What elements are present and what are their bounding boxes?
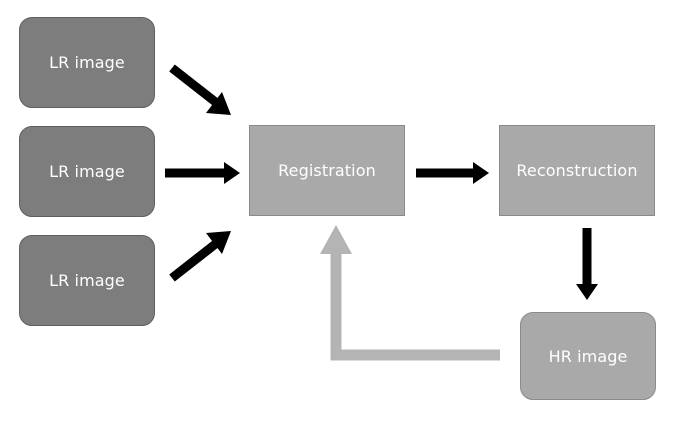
lr-image-label-1: LR image <box>49 53 125 72</box>
lr-image-box-2: LR image <box>19 126 155 217</box>
lr-image-label-2: LR image <box>49 162 125 181</box>
reconstruction-label: Reconstruction <box>516 161 638 180</box>
reconstruction-box: Reconstruction <box>499 125 655 216</box>
arrow-lr2-to-registration <box>165 162 240 184</box>
registration-box: Registration <box>249 125 405 216</box>
hr-image-box: HR image <box>520 312 656 400</box>
feedback-arrow-hr-to-registration <box>320 225 500 361</box>
lr-image-label-3: LR image <box>49 271 125 290</box>
arrow-reconstruction-to-hr <box>576 228 598 300</box>
lr-image-box-1: LR image <box>19 17 155 108</box>
arrow-registration-to-reconstruction <box>416 162 489 184</box>
arrow-lr3-to-registration <box>169 231 231 282</box>
registration-label: Registration <box>278 161 376 180</box>
arrow-lr1-to-registration <box>169 64 231 115</box>
lr-image-box-3: LR image <box>19 235 155 326</box>
hr-image-label: HR image <box>548 346 628 366</box>
